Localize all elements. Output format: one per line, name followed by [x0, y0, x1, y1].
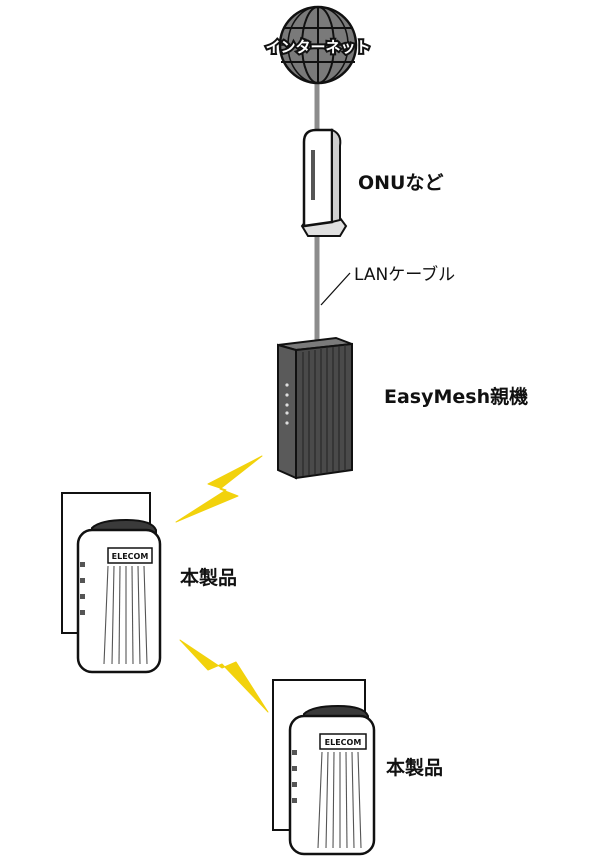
globe-icon — [278, 5, 358, 85]
extender-device-2 — [288, 704, 376, 856]
product-label-1: 本製品 — [180, 567, 238, 589]
onu-label: ONUなど — [358, 172, 444, 194]
wireless-signal-icon-2 — [179, 639, 269, 713]
wireless-signal-icon — [175, 455, 263, 523]
brand-label-1: ELECOM — [112, 552, 149, 561]
product-label-2: 本製品 — [386, 757, 444, 779]
cable-label: LANケーブル — [354, 265, 456, 285]
internet-label: インターネット — [265, 38, 370, 56]
brand-label-2: ELECOM — [325, 738, 362, 747]
easymesh-router — [277, 336, 353, 480]
cable-label-leader — [320, 272, 351, 306]
extender-device-1 — [76, 518, 162, 674]
onu-device — [300, 128, 348, 237]
parent-router-label: EasyMesh親機 — [384, 386, 529, 408]
